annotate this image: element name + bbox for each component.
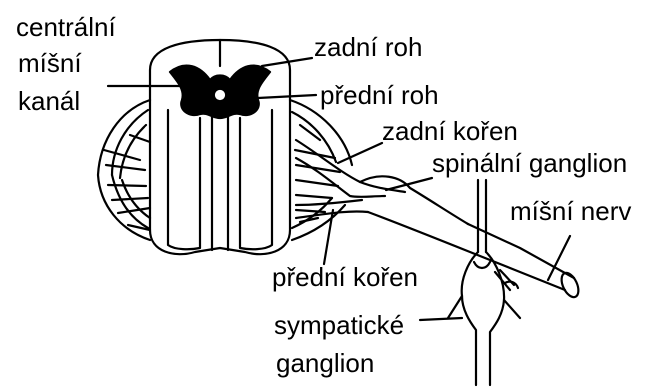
label-ventral-horn: přední roh [320,80,439,110]
label-central-canal-1: centrální [16,12,116,42]
spinal-nerve-cut-end [558,270,582,299]
label-dorsal-horn: zadní roh [314,32,422,62]
label-spinal-ganglion: spinální ganglion [432,148,627,178]
label-central-canal-2: míšní [18,48,82,78]
label-sympathetic-ganglion-2: ganglion [276,348,374,378]
label-sympathetic-ganglion-1: sympatické [274,310,404,340]
label-ventral-root: přední kořen [272,262,418,292]
leader-sympathetic-ganglion [420,318,462,320]
central-canal [216,91,224,99]
leader-ventral-horn [258,95,316,98]
leader-ventral-root [324,210,333,264]
meninges-left [98,100,150,240]
label-central-canal-3: kanál [18,86,80,116]
meninges-right [290,100,352,240]
label-dorsal-root: zadní kořen [382,116,518,146]
label-spinal-nerve: míšní nerv [510,196,631,226]
dorsal-root [296,140,405,192]
